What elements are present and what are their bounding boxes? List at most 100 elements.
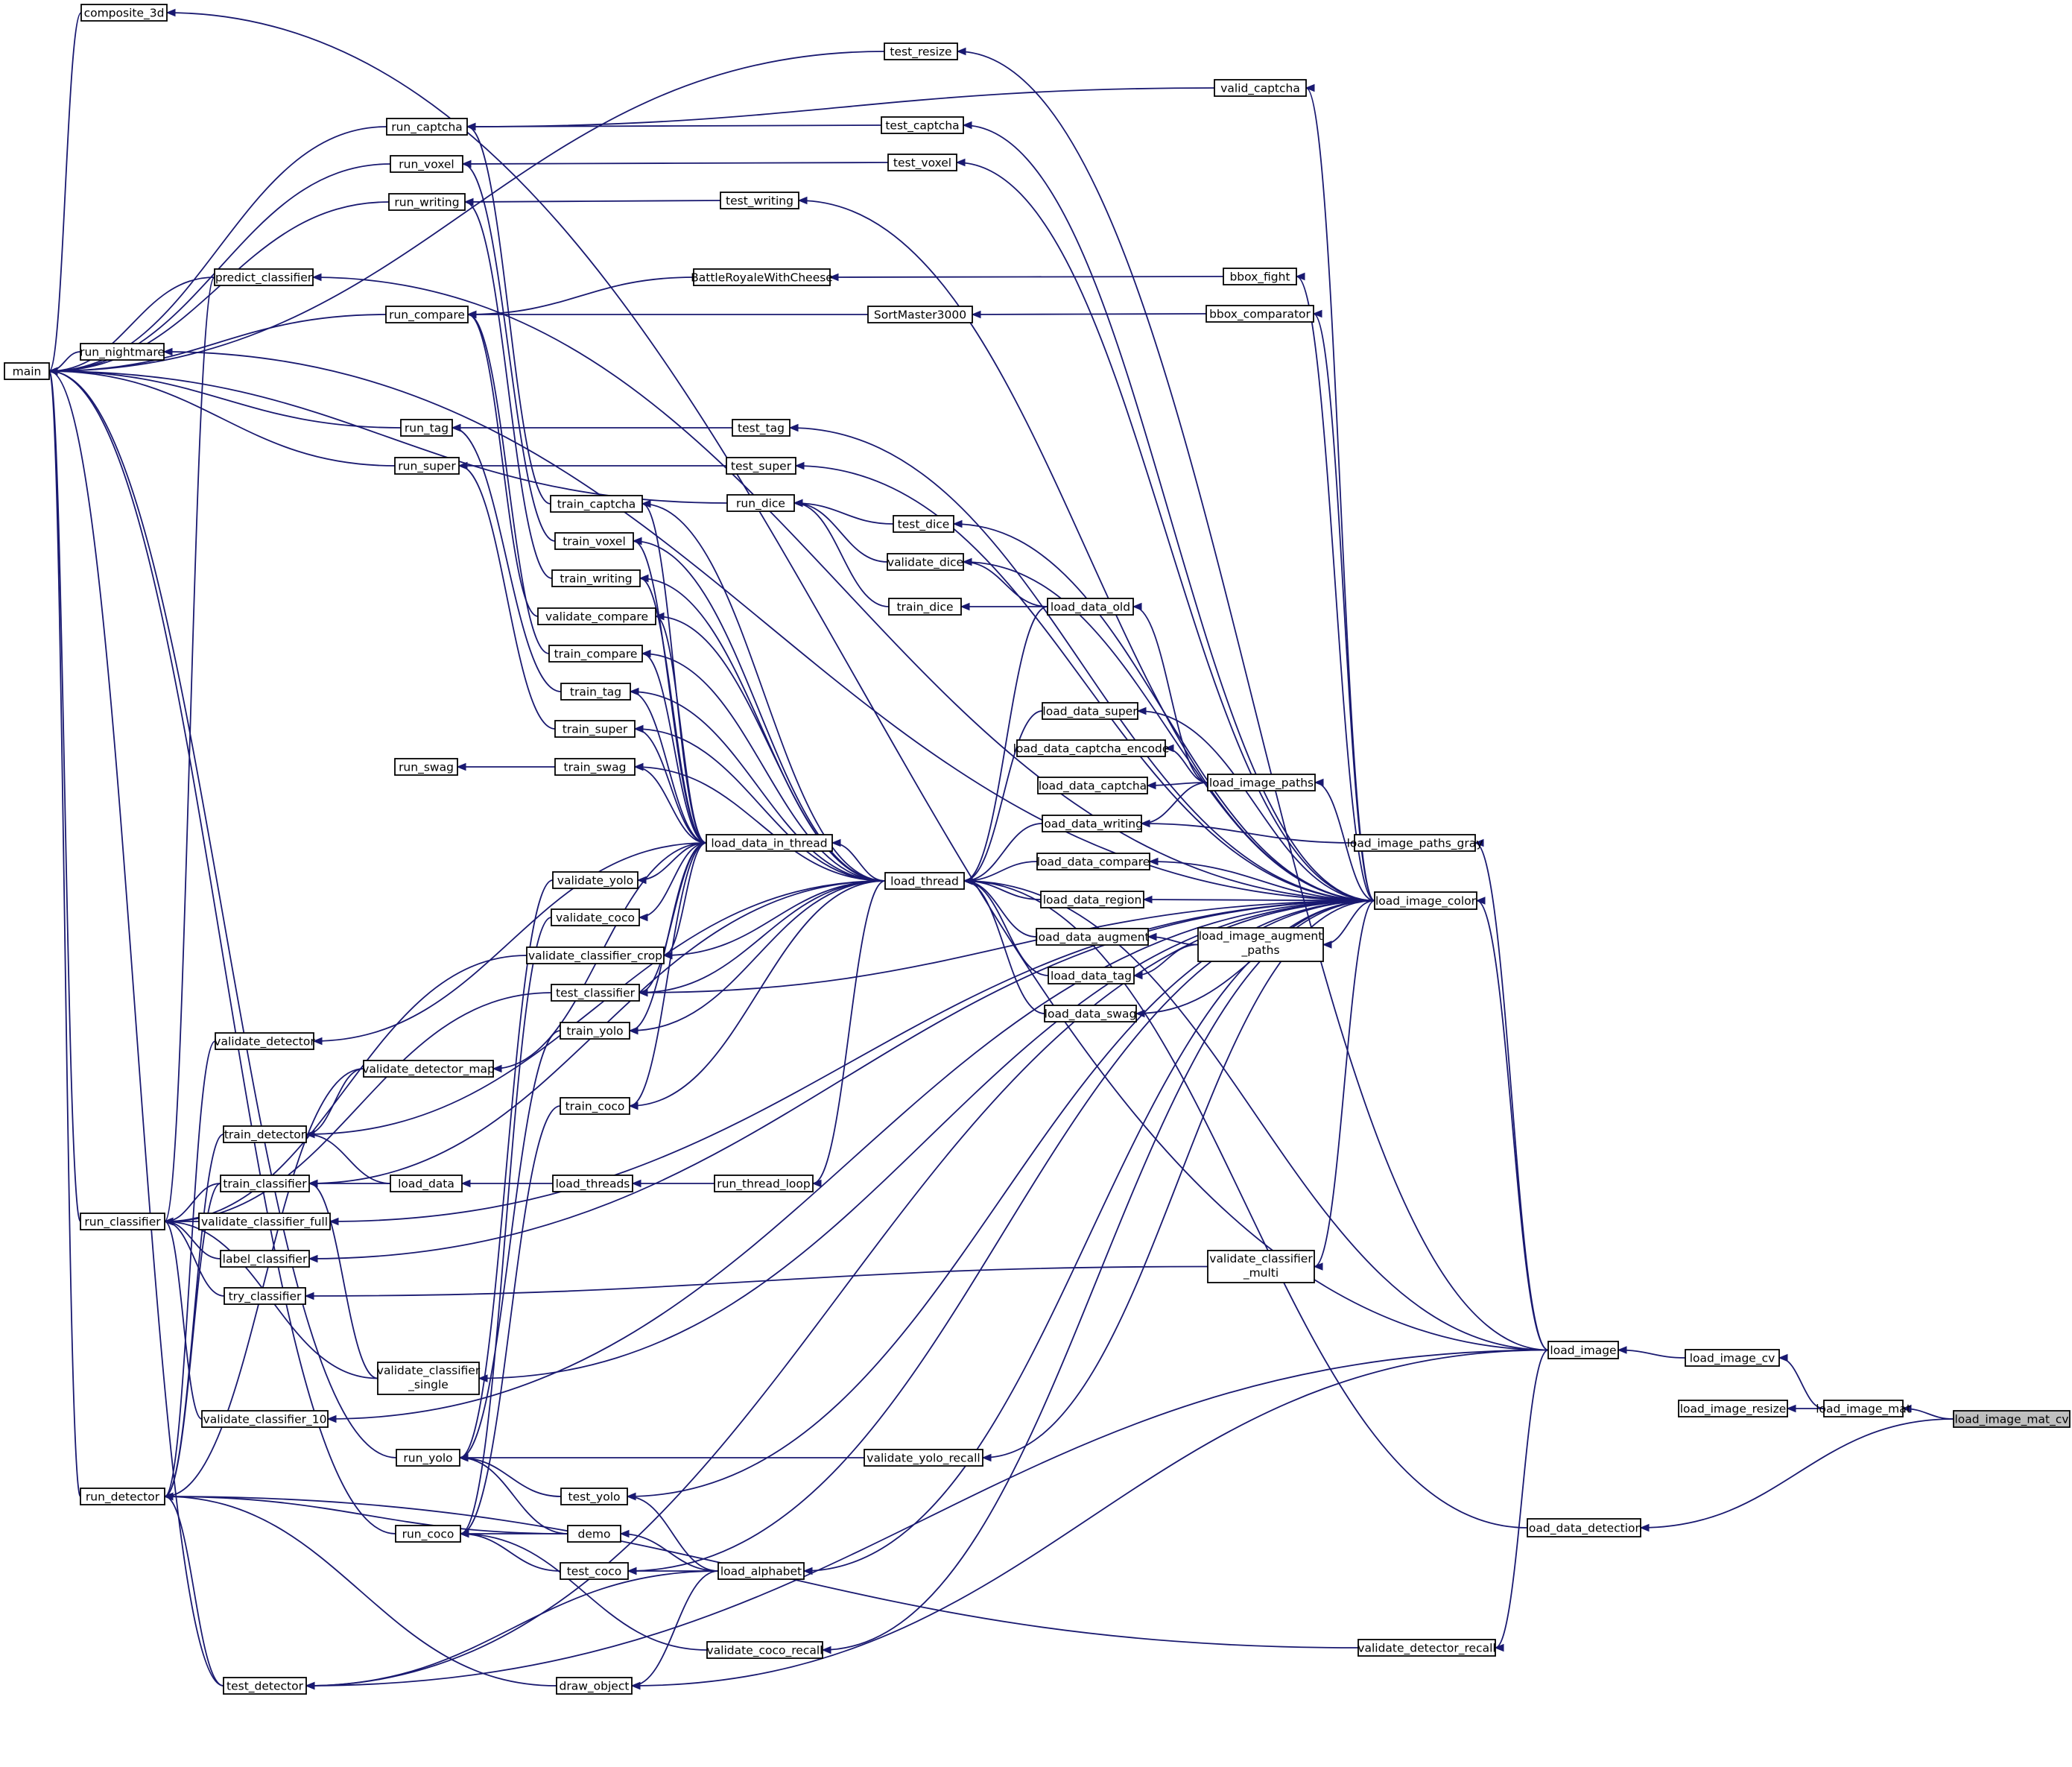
node-load_image_mat_cv[interactable]: load_image_mat_cv <box>1953 1410 2071 1428</box>
node-train_compare[interactable]: train_compare <box>548 645 643 663</box>
edge-train_coco-to-load_thread <box>629 880 886 1107</box>
node-validate_dice[interactable]: validate_dice <box>887 553 964 571</box>
node-load_data_super[interactable]: load_data_super <box>1042 702 1138 720</box>
node-train_tag[interactable]: train_tag <box>560 683 631 701</box>
edge-run_captcha-to-valid_captcha <box>466 87 1215 127</box>
node-validate_detector_recall[interactable]: validate_detector_recall <box>1357 1639 1496 1657</box>
node-test_detector[interactable]: test_detector <box>223 1677 307 1695</box>
node-load_thread[interactable]: load_thread <box>884 872 965 890</box>
node-validate_compare[interactable]: validate_compare <box>537 607 656 625</box>
node-validate_detector_map[interactable]: validate_detector_map <box>362 1060 495 1078</box>
node-label: _single <box>408 1378 449 1392</box>
node-train_captcha[interactable]: train_captcha <box>550 495 643 513</box>
node-load_alphabet[interactable]: load_alphabet <box>717 1562 805 1580</box>
node-train_coco[interactable]: train_coco <box>560 1097 630 1115</box>
node-train_super[interactable]: train_super <box>554 720 636 738</box>
node-composite_3d[interactable]: composite_3d <box>80 4 168 22</box>
node-box <box>400 419 453 437</box>
node-load_image_paths[interactable]: load_image_paths <box>1207 774 1316 791</box>
node-load_data_captcha[interactable]: load_data_captcha <box>1037 777 1148 794</box>
node-validate_classifier_crop[interactable]: validate_classifier_crop <box>526 946 665 964</box>
node-load_threads[interactable]: load_threads <box>552 1175 633 1192</box>
node-load_data_old[interactable]: load_data_old <box>1047 598 1134 616</box>
node-load_data_compare[interactable]: load_data_compare <box>1036 853 1150 870</box>
node-run_dice[interactable]: run_dice <box>726 494 795 512</box>
node-load_data[interactable]: load_data <box>390 1175 463 1192</box>
node-validate_coco[interactable]: validate_coco <box>551 908 640 926</box>
node-validate_classifier_single[interactable]: validate_classifier_single <box>377 1362 481 1395</box>
node-BattleRoyaleWithCheese[interactable]: BattleRoyaleWithCheese <box>691 268 833 286</box>
node-train_writing[interactable]: train_writing <box>551 569 641 587</box>
node-load_image[interactable]: load_image <box>1547 1341 1619 1359</box>
node-demo[interactable]: demo <box>567 1525 621 1543</box>
node-load_data_writing[interactable]: load_data_writing <box>1041 815 1143 832</box>
node-box <box>550 495 643 513</box>
node-load_data_swag[interactable]: load_data_swag <box>1044 1005 1137 1022</box>
node-run_super[interactable]: run_super <box>394 457 460 475</box>
node-run_coco[interactable]: run_coco <box>395 1525 461 1543</box>
node-SortMaster3000[interactable]: SortMaster3000 <box>867 306 973 323</box>
node-validate_coco_recall[interactable]: validate_coco_recall <box>706 1641 823 1659</box>
node-run_swag[interactable]: run_swag <box>394 758 458 776</box>
node-box <box>223 1677 307 1695</box>
node-load_data_augment[interactable]: load_data_augment <box>1035 928 1150 946</box>
node-label_classifier[interactable]: label_classifier <box>220 1250 310 1268</box>
node-load_image_resize[interactable]: load_image_resize <box>1678 1400 1788 1417</box>
edge-validate_classifier_crop-to-load_thread <box>663 880 886 956</box>
node-run_nightmare[interactable]: run_nightmare <box>80 343 165 361</box>
node-load_data_in_thread[interactable]: load_data_in_thread <box>706 834 833 852</box>
node-try_classifier[interactable]: try_classifier <box>224 1287 306 1305</box>
node-train_detector[interactable]: train_detector <box>223 1125 307 1143</box>
node-validate_classifier_full[interactable]: validate_classifier_full <box>198 1213 331 1230</box>
node-draw_object[interactable]: draw_object <box>556 1677 633 1695</box>
node-run_thread_loop[interactable]: run_thread_loop <box>714 1175 814 1192</box>
node-run_classifier[interactable]: run_classifier <box>80 1213 165 1230</box>
node-load_image_mat[interactable]: load_image_mat <box>1816 1400 1911 1417</box>
node-test_yolo[interactable]: test_yolo <box>560 1488 628 1505</box>
node-validate_classifier_10[interactable]: validate_classifier_10 <box>201 1410 329 1428</box>
node-run_voxel[interactable]: run_voxel <box>390 155 463 173</box>
node-validate_yolo_recall[interactable]: validate_yolo_recall <box>864 1449 983 1467</box>
node-load_image_cv[interactable]: load_image_cv <box>1685 1349 1780 1367</box>
node-run_yolo[interactable]: run_yolo <box>396 1449 460 1467</box>
node-train_yolo[interactable]: train_yolo <box>560 1022 630 1040</box>
node-load_image_paths_gray[interactable]: load_image_paths_gray <box>1347 834 1483 852</box>
node-valid_captcha[interactable]: valid_captcha <box>1214 79 1307 97</box>
node-train_classifier[interactable]: train_classifier <box>220 1175 310 1192</box>
node-test_tag[interactable]: test_tag <box>732 419 791 437</box>
node-predict_classifier[interactable]: predict_classifier <box>214 268 314 286</box>
node-train_swag[interactable]: train_swag <box>554 758 636 776</box>
node-validate_detector[interactable]: validate_detector <box>214 1032 315 1050</box>
node-train_dice[interactable]: train_dice <box>888 598 962 616</box>
node-test_captcha[interactable]: test_captcha <box>881 116 964 134</box>
node-validate_yolo[interactable]: validate_yolo <box>552 871 639 889</box>
node-validate_classifier_multi[interactable]: validate_classifier_multi <box>1207 1250 1315 1283</box>
node-train_voxel[interactable]: train_voxel <box>554 532 634 550</box>
node-test_dice[interactable]: test_dice <box>893 515 954 533</box>
node-run_tag[interactable]: run_tag <box>400 419 453 437</box>
node-test_classifier[interactable]: test_classifier <box>551 984 640 1002</box>
node-test_writing[interactable]: test_writing <box>720 192 799 209</box>
node-test_coco[interactable]: test_coco <box>560 1562 629 1580</box>
node-run_detector[interactable]: run_detector <box>80 1488 165 1505</box>
node-test_super[interactable]: test_super <box>726 457 796 475</box>
node-box <box>224 1287 306 1305</box>
node-run_compare[interactable]: run_compare <box>385 306 469 323</box>
node-bbox_fight[interactable]: bbox_fight <box>1223 268 1297 285</box>
node-load_data_captcha_encode[interactable]: load_data_captcha_encode <box>1013 739 1170 757</box>
node-label: validate_detector_map <box>362 1063 495 1077</box>
node-bbox_comparator[interactable]: bbox_comparator <box>1206 305 1314 323</box>
node-test_resize[interactable]: test_resize <box>884 42 958 60</box>
node-load_image_color[interactable]: load_image_color <box>1374 891 1477 910</box>
node-box <box>706 1641 823 1659</box>
edge-test_classifier-to-load_image_color <box>639 900 1375 993</box>
node-load_data_tag[interactable]: load_data_tag <box>1048 967 1135 984</box>
node-test_voxel[interactable]: test_voxel <box>887 154 957 171</box>
node-label: draw_object <box>560 1680 630 1694</box>
node-run_captcha[interactable]: run_captcha <box>386 118 468 136</box>
node-load_data_detection[interactable]: load_data_detection <box>1526 1518 1643 1537</box>
node-load_data_region[interactable]: load_data_region <box>1040 891 1144 908</box>
node-run_writing[interactable]: run_writing <box>388 193 466 211</box>
node-main[interactable]: main <box>4 362 50 380</box>
node-load_image_augment_paths[interactable]: load_image_augment_paths <box>1197 927 1324 962</box>
